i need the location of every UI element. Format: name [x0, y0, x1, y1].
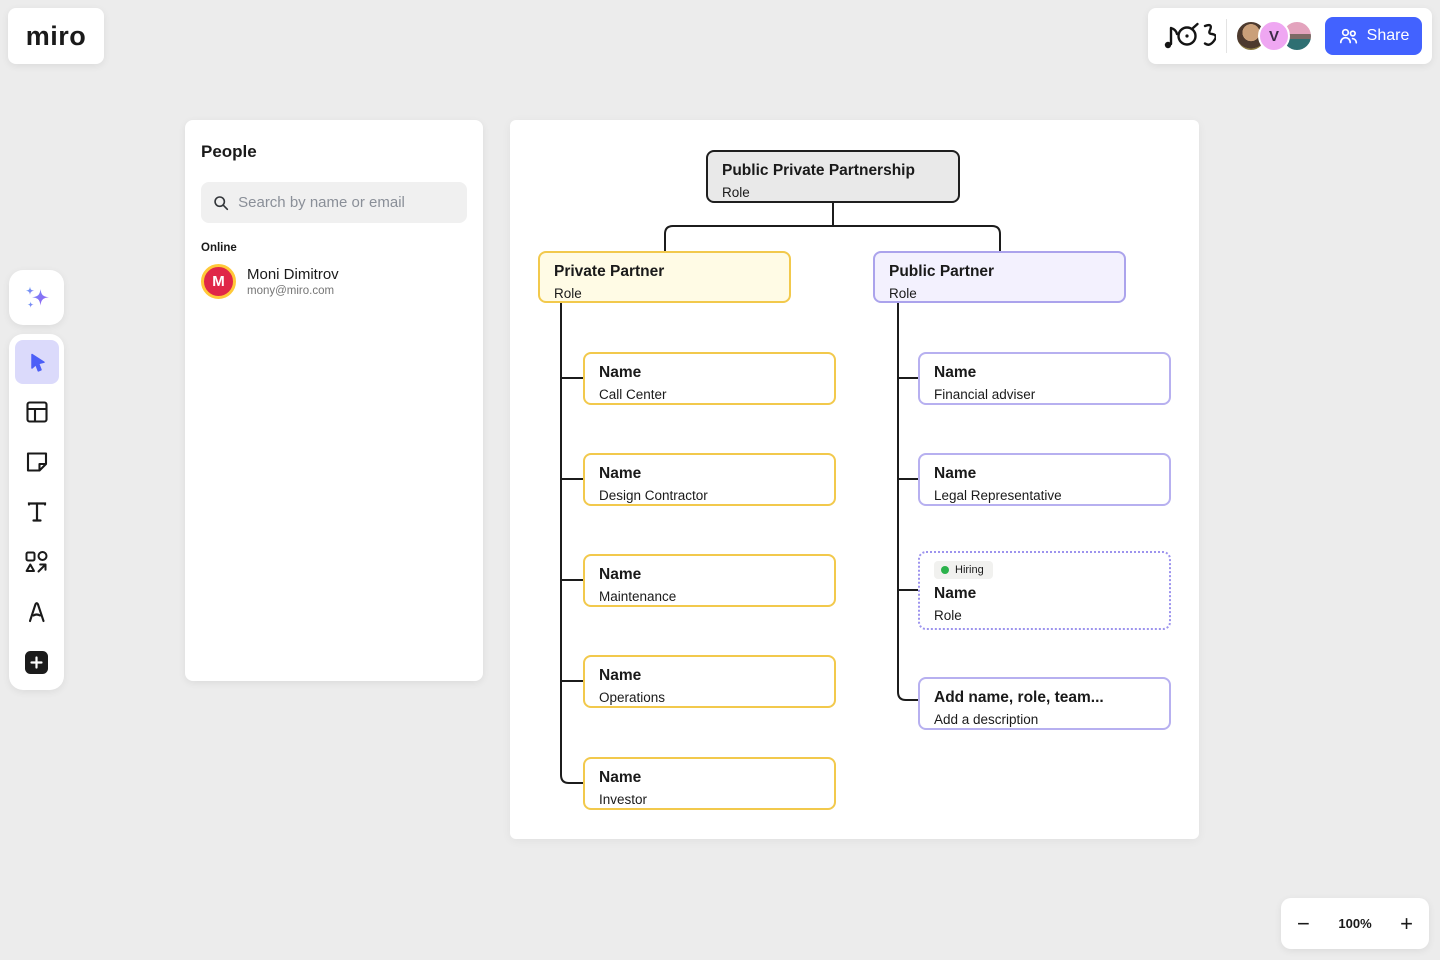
shapes-tool[interactable]: [15, 540, 59, 584]
org-node-maintenance[interactable]: Name Maintenance: [583, 554, 836, 607]
zoom-in-button[interactable]: +: [1400, 910, 1413, 936]
org-node-subtitle: Add a description: [934, 712, 1039, 727]
header-divider: [1226, 19, 1227, 53]
user-list-item[interactable]: M Moni Dimitrov mony@miro.com: [201, 264, 467, 299]
hiring-badge: Hiring: [934, 561, 993, 579]
ai-tool-button[interactable]: [9, 270, 64, 325]
header-right-bar: V Share: [1148, 8, 1432, 64]
avatar[interactable]: V: [1258, 20, 1290, 52]
people-panel-title: People: [201, 142, 257, 161]
search-icon: [214, 195, 229, 210]
org-node-legal-representative[interactable]: Name Legal Representative: [918, 453, 1171, 506]
org-node-title: Public Private Partnership: [722, 162, 915, 179]
org-node-root[interactable]: Public Private Partnership Role: [706, 150, 960, 203]
miro-logo[interactable]: miro: [8, 8, 104, 64]
org-node-title: Add name, role, team...: [934, 689, 1104, 706]
ai-sparkle-icon: [25, 286, 49, 308]
text-tool[interactable]: [15, 490, 59, 534]
org-node-financial-adviser[interactable]: Name Financial adviser: [918, 352, 1171, 405]
templates-tool[interactable]: [15, 390, 59, 434]
board-canvas[interactable]: Public Private Partnership Role Private …: [510, 120, 1199, 839]
org-node-title: Name: [934, 465, 977, 482]
user-name: Moni Dimitrov: [247, 266, 339, 283]
org-node-subtitle: Role: [889, 286, 917, 301]
plus-icon: [25, 650, 48, 674]
hiring-badge-label: Hiring: [955, 564, 984, 576]
org-node-subtitle: Operations: [599, 690, 666, 705]
search-input[interactable]: [238, 194, 455, 211]
org-node-subtitle: Maintenance: [599, 589, 677, 604]
org-node-title: Name: [599, 465, 642, 482]
org-node-subtitle: Investor: [599, 792, 648, 807]
collaborator-avatars: V: [1235, 20, 1313, 52]
org-node-subtitle: Role: [554, 286, 582, 301]
org-node-title: Name: [599, 566, 642, 583]
org-node-title: Name: [934, 585, 977, 602]
pen-tool[interactable]: [15, 590, 59, 634]
org-node-design-contractor[interactable]: Name Design Contractor: [583, 453, 836, 506]
org-chart-connectors: [560, 202, 1001, 784]
org-node-subtitle: Call Center: [599, 387, 667, 402]
org-node-title: Public Partner: [889, 263, 995, 280]
org-node-investor[interactable]: Name Investor: [583, 757, 836, 810]
miro-logo-text: miro: [25, 20, 87, 51]
cursor-icon: [30, 353, 45, 372]
zoom-out-button[interactable]: −: [1297, 910, 1310, 936]
online-section-label: Online: [201, 242, 237, 254]
org-node-subtitle: Legal Representative: [934, 488, 1062, 503]
org-node-title: Name: [934, 364, 977, 381]
org-node-call-center[interactable]: Name Call Center: [583, 352, 836, 405]
sticky-note-tool[interactable]: [15, 440, 59, 484]
org-node-add-placeholder[interactable]: Add name, role, team... Add a descriptio…: [918, 677, 1171, 730]
user-avatar: M: [201, 264, 236, 299]
org-node-title: Name: [599, 769, 642, 786]
org-node-subtitle: Role: [722, 185, 750, 200]
org-node-title: Name: [599, 667, 642, 684]
share-button-label: Share: [1366, 27, 1410, 44]
text-icon: [27, 502, 46, 522]
org-node-subtitle: Financial adviser: [934, 387, 1036, 402]
user-avatar-initial: M: [212, 273, 225, 290]
org-node-subtitle: Design Contractor: [599, 488, 708, 503]
share-button[interactable]: Share: [1325, 17, 1422, 55]
zoom-level: 100%: [1338, 916, 1372, 931]
org-node-private-partner[interactable]: Private Partner Role: [538, 251, 791, 303]
people-panel: People Online M Moni Dimitrov mony@miro.…: [185, 120, 483, 681]
add-tools-button[interactable]: [15, 640, 59, 684]
user-email: mony@miro.com: [247, 285, 335, 297]
sticky-note-icon: [26, 452, 47, 472]
avatar-initial: V: [1268, 27, 1279, 45]
org-node-subtitle: Role: [934, 608, 962, 623]
zoom-controls: − 100% +: [1281, 898, 1429, 949]
pen-icon: [28, 602, 45, 623]
share-people-icon: [1339, 28, 1357, 44]
org-node-hiring[interactable]: Hiring Name Role: [918, 551, 1171, 630]
templates-icon: [25, 401, 48, 423]
creation-toolbar: [9, 334, 64, 690]
people-search[interactable]: [201, 182, 467, 223]
org-node-title: Private Partner: [554, 263, 665, 280]
org-node-title: Name: [599, 364, 642, 381]
org-node-public-partner[interactable]: Public Partner Role: [873, 251, 1126, 303]
shapes-icon: [25, 550, 48, 572]
hiring-status-dot-icon: [941, 566, 949, 574]
select-tool[interactable]: [14, 340, 59, 384]
music-doodle-icon[interactable]: [1160, 16, 1218, 56]
org-node-operations[interactable]: Name Operations: [583, 655, 836, 708]
music-doodle-glyph: [1164, 22, 1216, 49]
